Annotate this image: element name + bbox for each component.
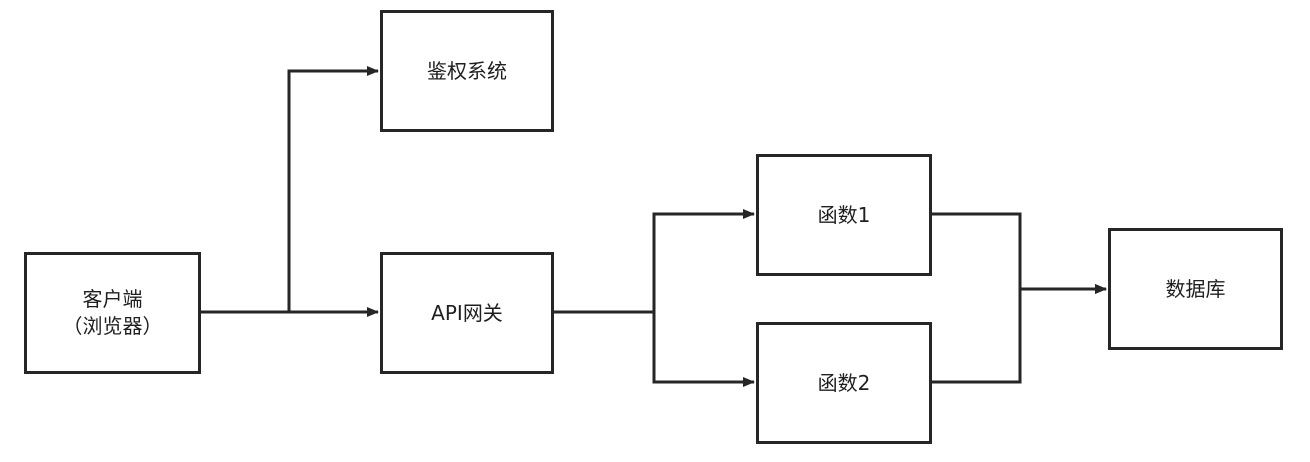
node-client-label: 客户端 （浏览器）	[62, 287, 163, 338]
edge-client-to-auth	[201, 66, 379, 314]
node-function-1-label: 函数1	[817, 202, 871, 227]
node-database-label: 数据库	[1165, 276, 1226, 301]
node-database: 数据库	[1108, 228, 1283, 350]
node-client: 客户端 （浏览器）	[24, 252, 201, 374]
edge-gateway-to-func1	[554, 209, 755, 314]
node-function-2-label: 函数2	[817, 370, 871, 395]
edge-func1-to-db	[932, 212, 1107, 294]
node-auth-system-label: 鉴权系统	[427, 58, 507, 83]
node-api-gateway-label: API网关	[431, 300, 503, 325]
edge-gateway-to-func2	[554, 310, 755, 387]
node-function-1: 函数1	[756, 154, 932, 276]
node-function-2: 函数2	[756, 322, 932, 444]
node-api-gateway: API网关	[380, 252, 554, 374]
node-auth-system: 鉴权系统	[380, 10, 554, 132]
edge-func2-to-db	[932, 284, 1107, 384]
